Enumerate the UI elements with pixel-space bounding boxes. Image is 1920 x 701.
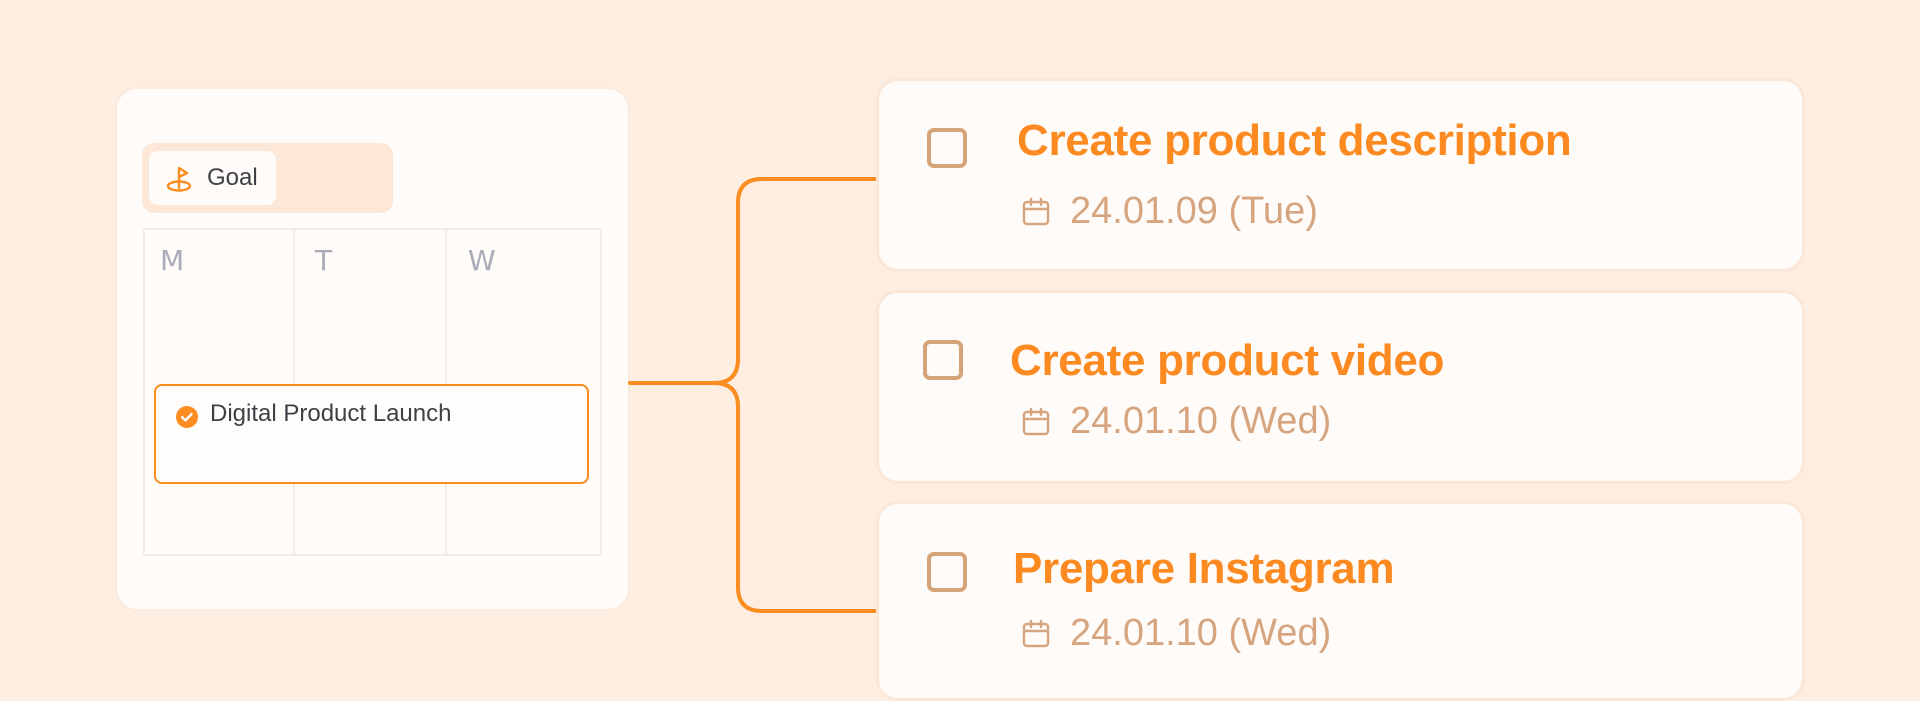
task-checkbox[interactable] (927, 128, 967, 168)
task-title: Create product description (1017, 116, 1572, 165)
calendar-icon (1021, 197, 1051, 227)
task-card[interactable] (876, 290, 1805, 484)
goal-flag-icon (165, 162, 197, 194)
task-title: Prepare Instagram (1013, 544, 1395, 593)
day-header-wednesday: W (468, 244, 496, 277)
task-title: Create product video (1010, 336, 1445, 385)
check-circle-icon (176, 406, 198, 428)
task-date: 24.01.10 (Wed) (1021, 400, 1331, 443)
task-date: 24.01.09 (Tue) (1021, 190, 1318, 233)
task-card[interactable] (876, 501, 1805, 701)
task-date-text: 24.01.09 (Tue) (1070, 190, 1318, 232)
calendar-event[interactable]: Digital Product Launch (154, 384, 589, 484)
event-title: Digital Product Launch (210, 400, 452, 427)
task-date: 24.01.10 (Wed) (1021, 612, 1331, 655)
day-header-monday: M (160, 244, 185, 277)
task-checkbox[interactable] (927, 552, 967, 592)
task-checkbox[interactable] (923, 340, 963, 380)
task-card[interactable] (876, 78, 1805, 272)
goal-label: Goal (207, 164, 258, 191)
goal-chip[interactable]: Goal (149, 151, 276, 205)
calendar-icon (1021, 619, 1051, 649)
task-date-text: 24.01.10 (Wed) (1070, 612, 1332, 654)
day-header-tuesday: T (315, 244, 333, 277)
task-date-text: 24.01.10 (Wed) (1070, 400, 1332, 442)
calendar-icon (1021, 407, 1051, 437)
